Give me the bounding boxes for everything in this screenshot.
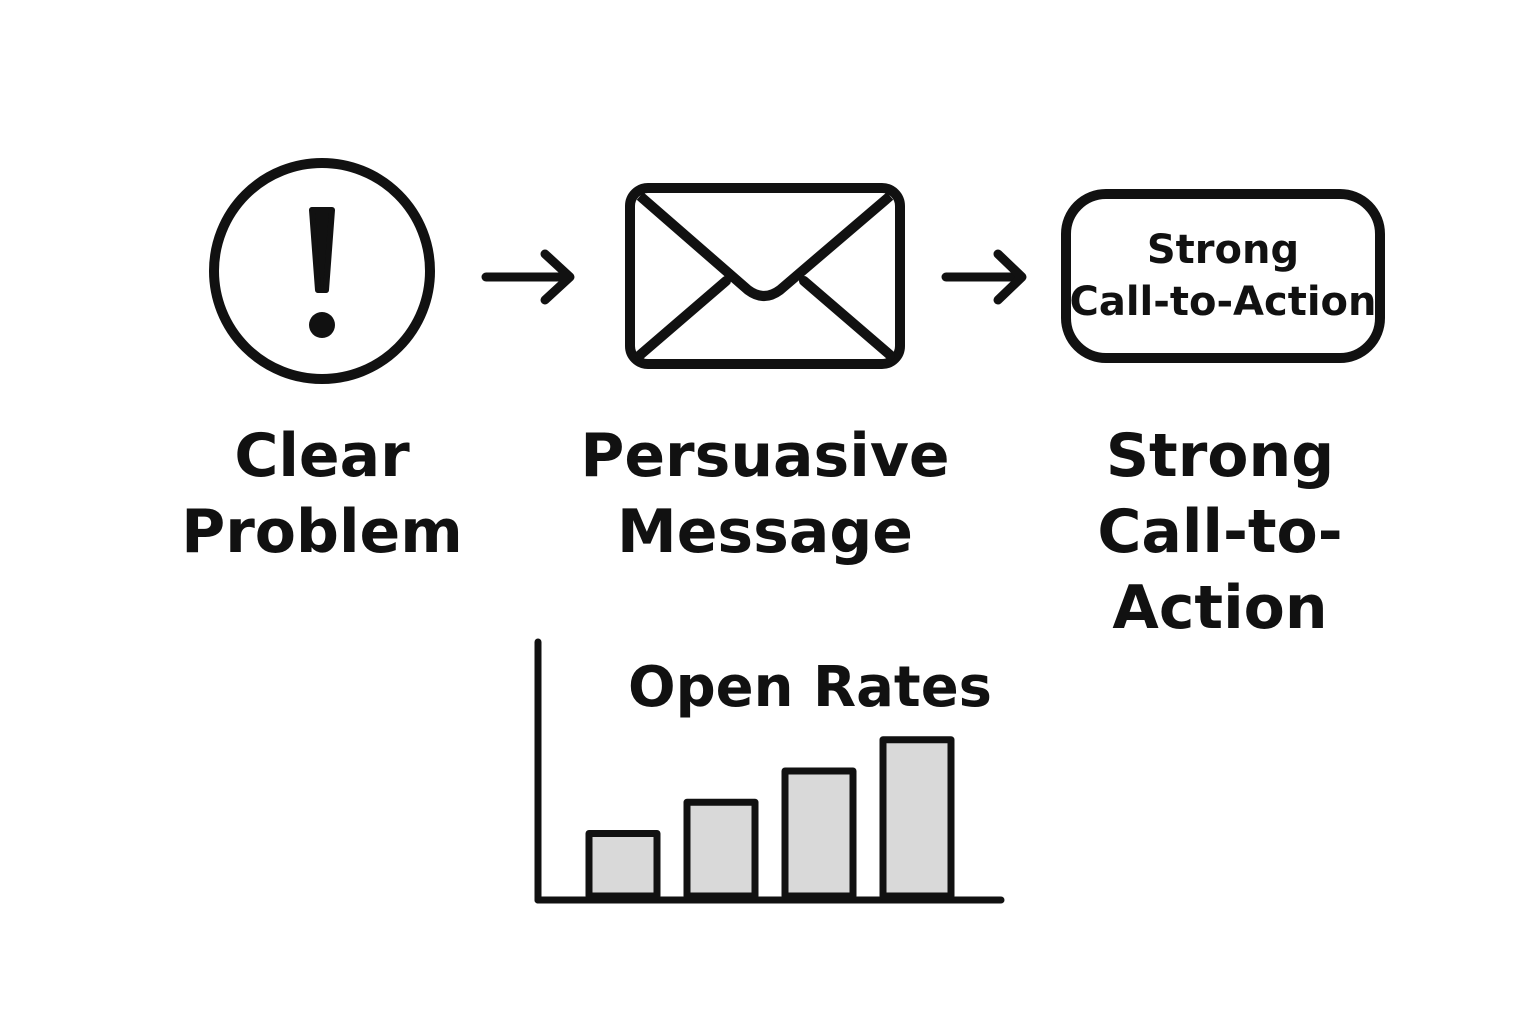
step-label-persuasive-message: Persuasive Message bbox=[580, 421, 950, 567]
cta-button-text: Strong Call-to-Action bbox=[1069, 227, 1377, 325]
cta-button-icon bbox=[1061, 189, 1385, 363]
chart-bar-2 bbox=[683, 798, 759, 900]
chart-bar-3 bbox=[781, 767, 857, 900]
step-label-clear-problem: Clear Problem bbox=[181, 421, 463, 567]
arrow-right-icon bbox=[481, 249, 575, 305]
envelope-icon bbox=[625, 183, 905, 369]
chart-title: Open Rates bbox=[627, 655, 993, 720]
chart-bar-1 bbox=[585, 830, 661, 900]
arrow-right-icon bbox=[941, 249, 1027, 305]
chart-axes bbox=[534, 638, 1005, 904]
step-label-strong-cta: Strong Call-to-Action bbox=[1097, 421, 1343, 643]
exclamation-circle-icon bbox=[209, 158, 435, 384]
chart-bars bbox=[585, 736, 955, 900]
chart-bar-4 bbox=[879, 736, 955, 900]
